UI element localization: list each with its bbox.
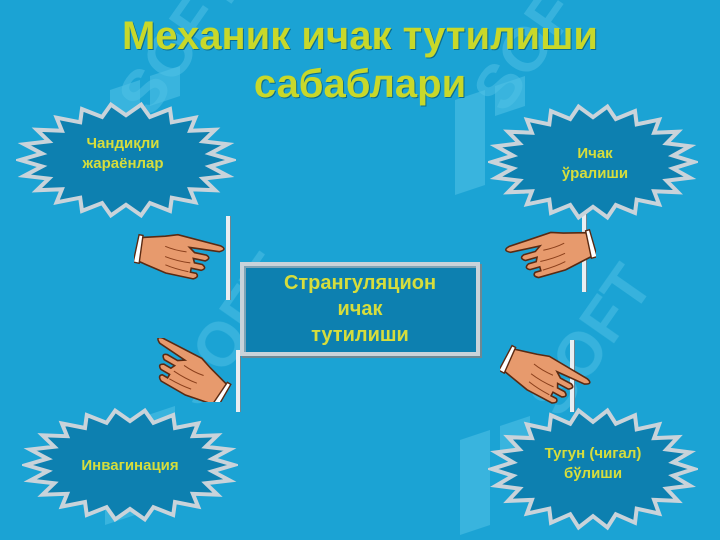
connector-line-bottom-left [236, 350, 240, 412]
title-line-2: сабаблари [253, 62, 467, 106]
page-title: Механик ичак тутилиши сабаблари [0, 12, 720, 108]
pointing-hand-icon [505, 228, 596, 279]
hand-shape [157, 338, 232, 402]
cause-label-bottom-left: Инвагинация [60, 456, 200, 476]
hand-shape [500, 344, 591, 404]
burst-shape [488, 103, 698, 221]
cause-top-left-line-1: Чандиқли [86, 135, 160, 152]
title-line-1: Механик ичак тутилиши [121, 14, 599, 58]
pointing-hand-icon [157, 338, 232, 402]
burst-shape [16, 101, 236, 219]
cause-burst-bottom-left [22, 407, 238, 523]
cause-burst-bottom-right [488, 407, 698, 531]
hand-shape [505, 228, 596, 279]
cause-bottom-right-line-1: Тугун (чигал) [544, 445, 642, 462]
center-node-line-1: Странгуляцион [283, 272, 437, 294]
cause-top-left-line-2: жараёнлар [82, 155, 164, 172]
cause-burst-top-right [488, 103, 698, 221]
cause-label-top-left: Чандиқли жараёнлар [64, 134, 182, 174]
pointing-hand-icon [134, 233, 225, 280]
center-node-line-2: ичак [337, 298, 383, 320]
cause-label-bottom-right: Тугун (чигал) бўлиши [528, 444, 658, 484]
connector-line-top-left [226, 216, 230, 300]
cause-bottom-left-line-1: Инвагинация [81, 457, 179, 474]
cause-top-right-line-1: Ичак [577, 145, 613, 162]
pointing-hand-icon [500, 344, 591, 404]
burst-shape [22, 407, 238, 523]
hand-shape [134, 233, 225, 280]
cause-burst-top-left [16, 101, 236, 219]
center-node-strangulation: Странгуляцион ичак тутилиши [240, 262, 480, 356]
cause-label-top-right: Ичак ўралиши [540, 144, 650, 184]
cause-bottom-right-line-2: бўлиши [563, 465, 623, 482]
center-node-line-3: тутилиши [311, 324, 409, 346]
burst-shape [488, 407, 698, 531]
cause-top-right-line-2: ўралиши [561, 165, 629, 182]
